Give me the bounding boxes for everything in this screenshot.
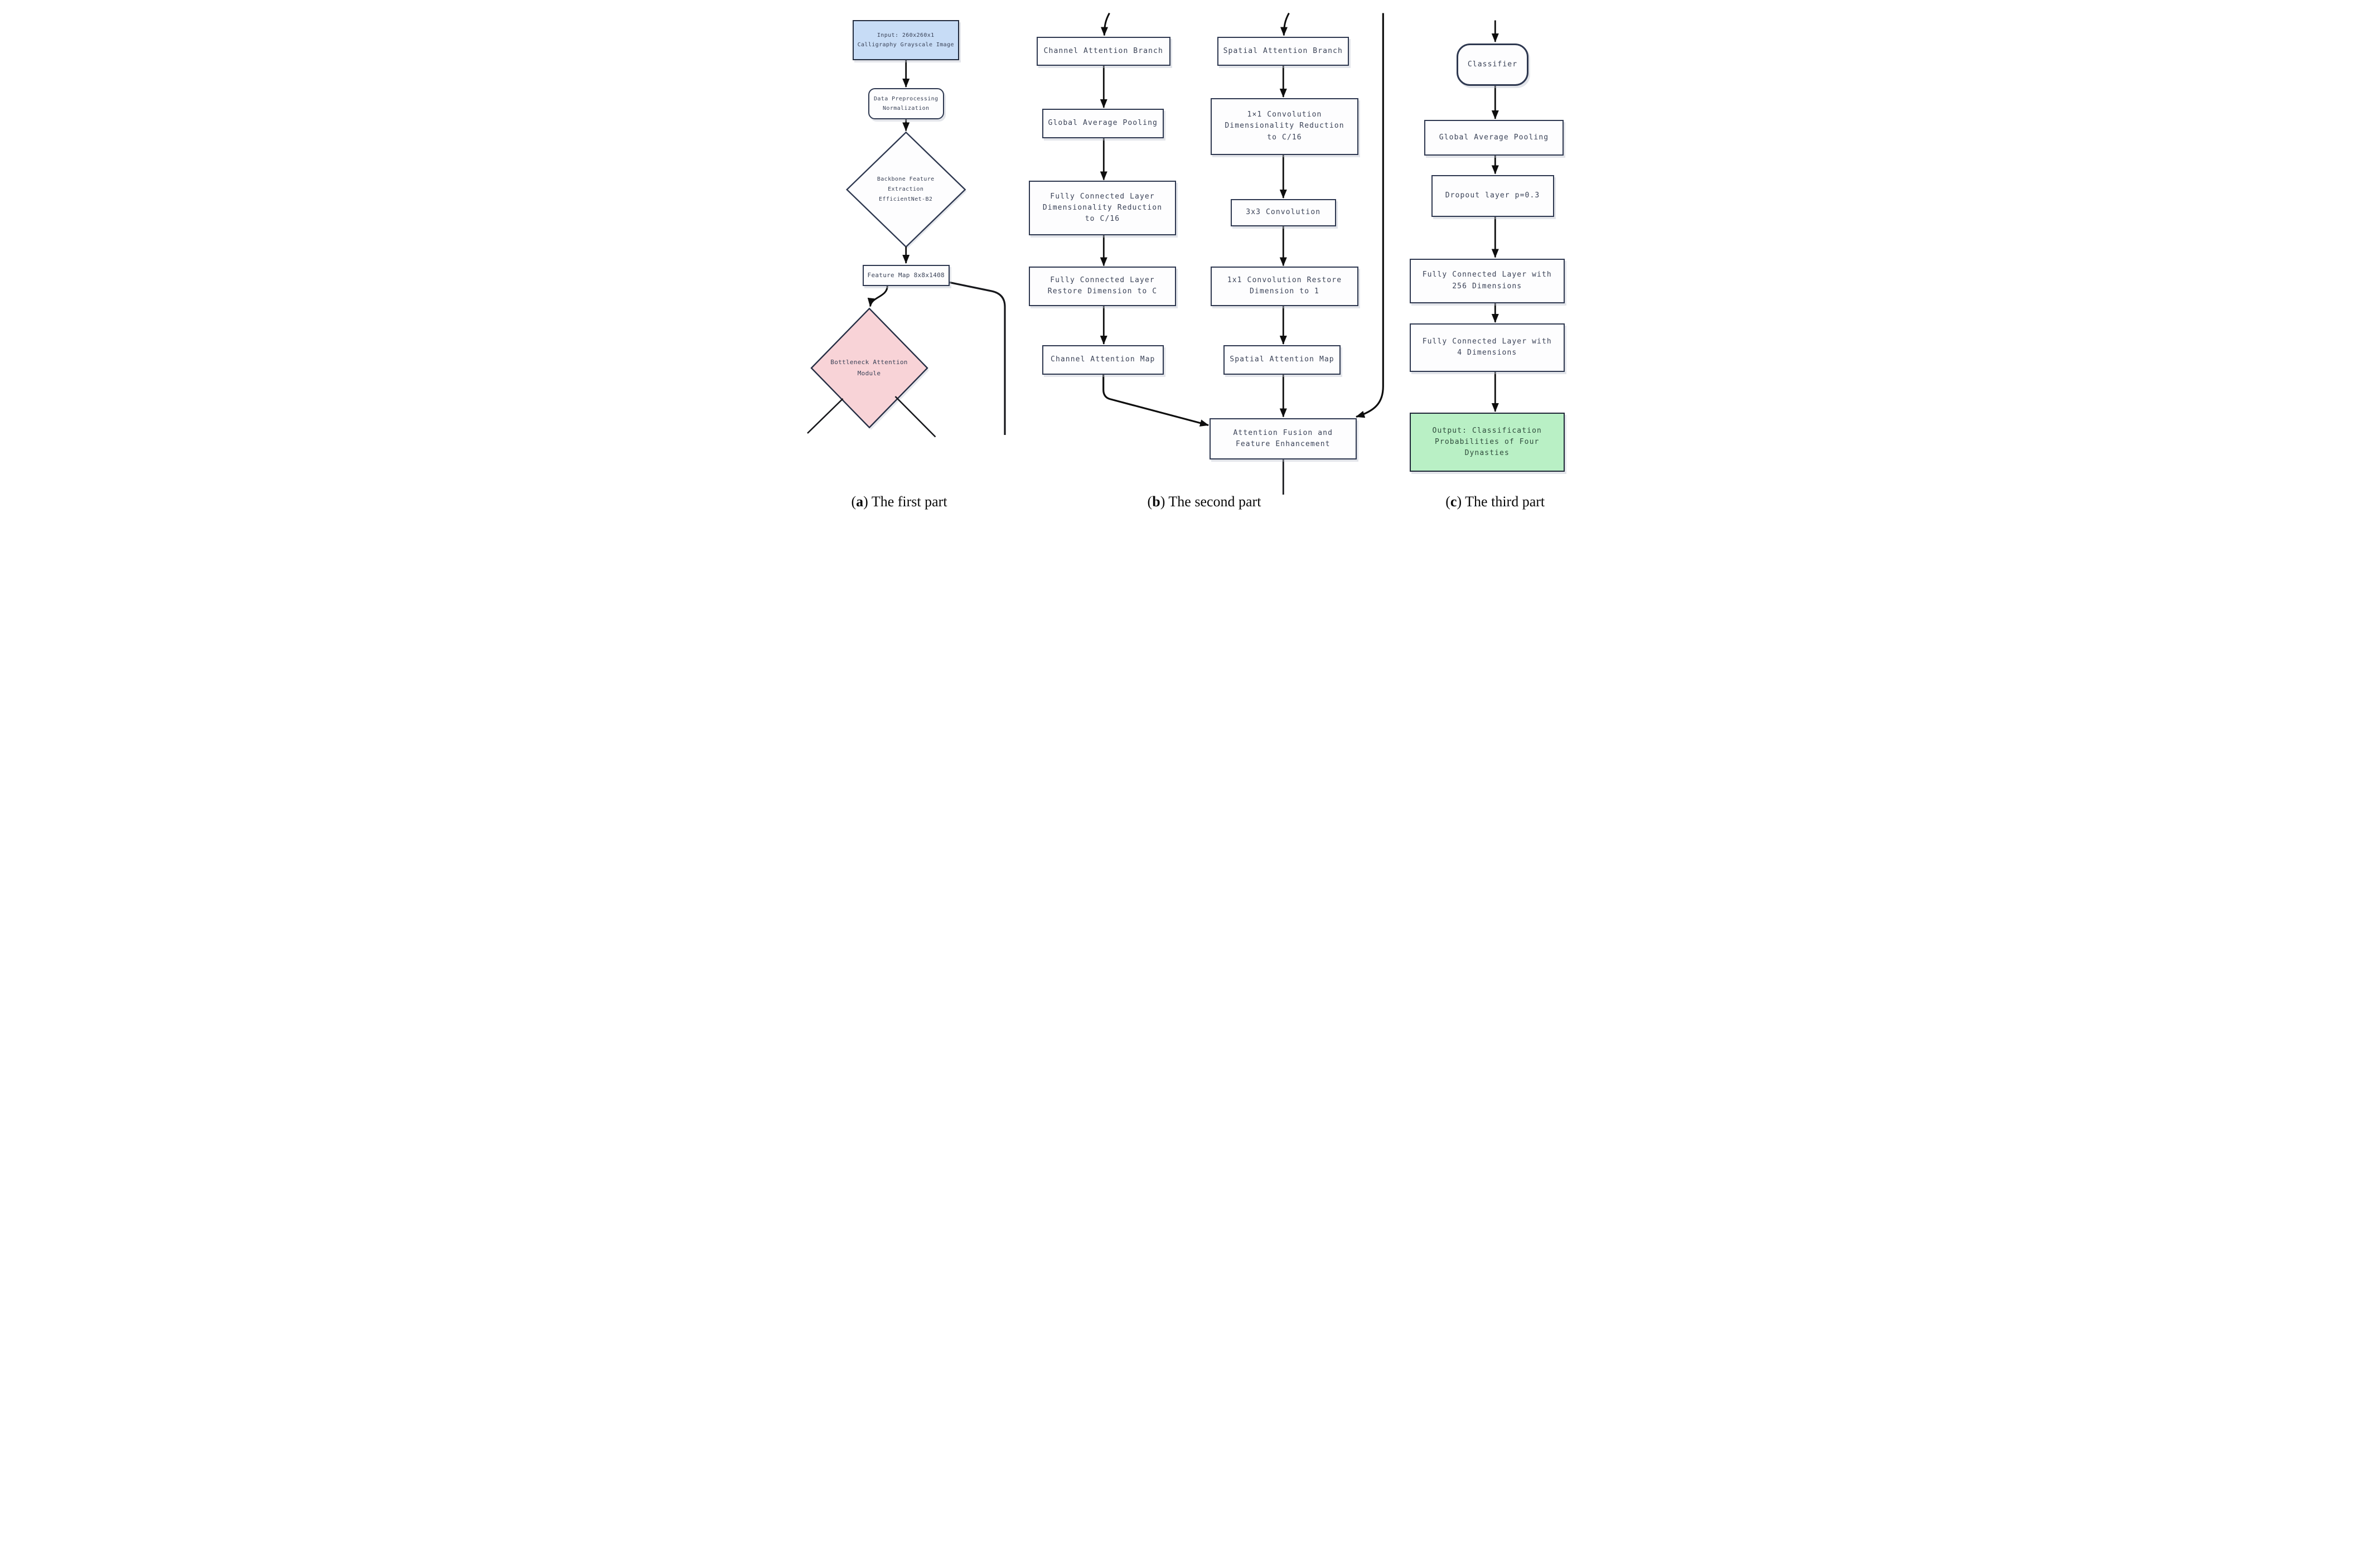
node-fc-256: Fully Connected Layer with 256 Dimension… (1409, 258, 1565, 303)
node-input-image: Input: 260x260x1 Calligraphy Grayscale I… (853, 20, 959, 60)
node-attention-fusion: Attention Fusion and Feature Enhancement (1209, 418, 1357, 459)
caption-b-text: The second part (1168, 493, 1261, 510)
caption-a-label: a (856, 493, 864, 510)
line-bam-tail-left (806, 398, 843, 434)
node-backbone-extraction: Backbone Feature Extraction EfficientNet… (877, 176, 935, 202)
caption-part-a: (a) The first part (851, 493, 947, 510)
node-bottleneck-attention-module: Bottleneck Attention Module (830, 359, 908, 377)
node-channel-attention-branch: Channel Attention Branch (1036, 36, 1170, 66)
connector-layer (806, 12, 1499, 495)
caption-a-text: The first part (871, 493, 947, 510)
node-gap-channel: Global Average Pooling (1042, 108, 1164, 138)
node-output-probabilities: Output: Classification Probabilities of … (1409, 413, 1565, 472)
arrow-featuremap-to-bam (867, 285, 888, 307)
node-spatial-attention-branch: Spatial Attention Branch (1217, 36, 1349, 66)
node-fc-4: Fully Connected Layer with 4 Dimensions (1409, 323, 1565, 372)
node-spatial-attention-map: Spatial Attention Map (1223, 345, 1341, 375)
caption-c-open: ( (1445, 493, 1450, 510)
node-dropout: Dropout layer p=0.3 (1431, 175, 1554, 217)
arrow-channelmap-to-fusion (1102, 374, 1209, 427)
node-fc-restore-dimension: Fully Connected Layer Restore Dimension … (1029, 267, 1176, 306)
node-conv-3x3: 3x3 Convolution (1230, 199, 1336, 226)
caption-c-label: c (1450, 493, 1457, 510)
caption-a-open: ( (851, 493, 857, 510)
node-conv1x1-restore: 1x1 Convolution Restore Dimension to 1 (1211, 267, 1358, 306)
node-fc-dim-reduction: Fully Connected Layer Dimensionality Red… (1029, 181, 1176, 235)
architecture-diagram: Input: 260x260x1 Calligraphy Grayscale I… (793, 0, 1587, 521)
node-feature-map: Feature Map 8x8x1408 (863, 264, 950, 286)
node-channel-attention-map: Channel Attention Map (1042, 345, 1164, 375)
caption-b-close: ) (1160, 493, 1165, 510)
line-featuremap-skip-right (949, 281, 1006, 435)
arrow-into-channel-branch (1100, 12, 1110, 36)
node-classifier: Classifier (1457, 43, 1528, 86)
node-data-preprocessing: Data Preprocessing Normalization (868, 88, 944, 119)
caption-c-close: ) (1457, 493, 1462, 510)
caption-part-c: (c) The third part (1445, 493, 1545, 510)
caption-b-label: b (1152, 493, 1160, 510)
caption-b-open: ( (1147, 493, 1153, 510)
node-gap-classifier: Global Average Pooling (1424, 120, 1564, 156)
caption-part-b: (b) The second part (1148, 493, 1261, 510)
caption-c-text: The third part (1465, 493, 1545, 510)
bam-diamond-border (810, 307, 928, 429)
line-bam-tail-right (894, 396, 936, 438)
node-conv1x1-dim-reduction: 1×1 Convolution Dimensionality Reduction… (1211, 98, 1358, 155)
arrow-into-spatial-branch (1280, 12, 1290, 36)
arrow-skip-to-fusion (1355, 13, 1384, 418)
caption-a-close: ) (863, 493, 868, 510)
